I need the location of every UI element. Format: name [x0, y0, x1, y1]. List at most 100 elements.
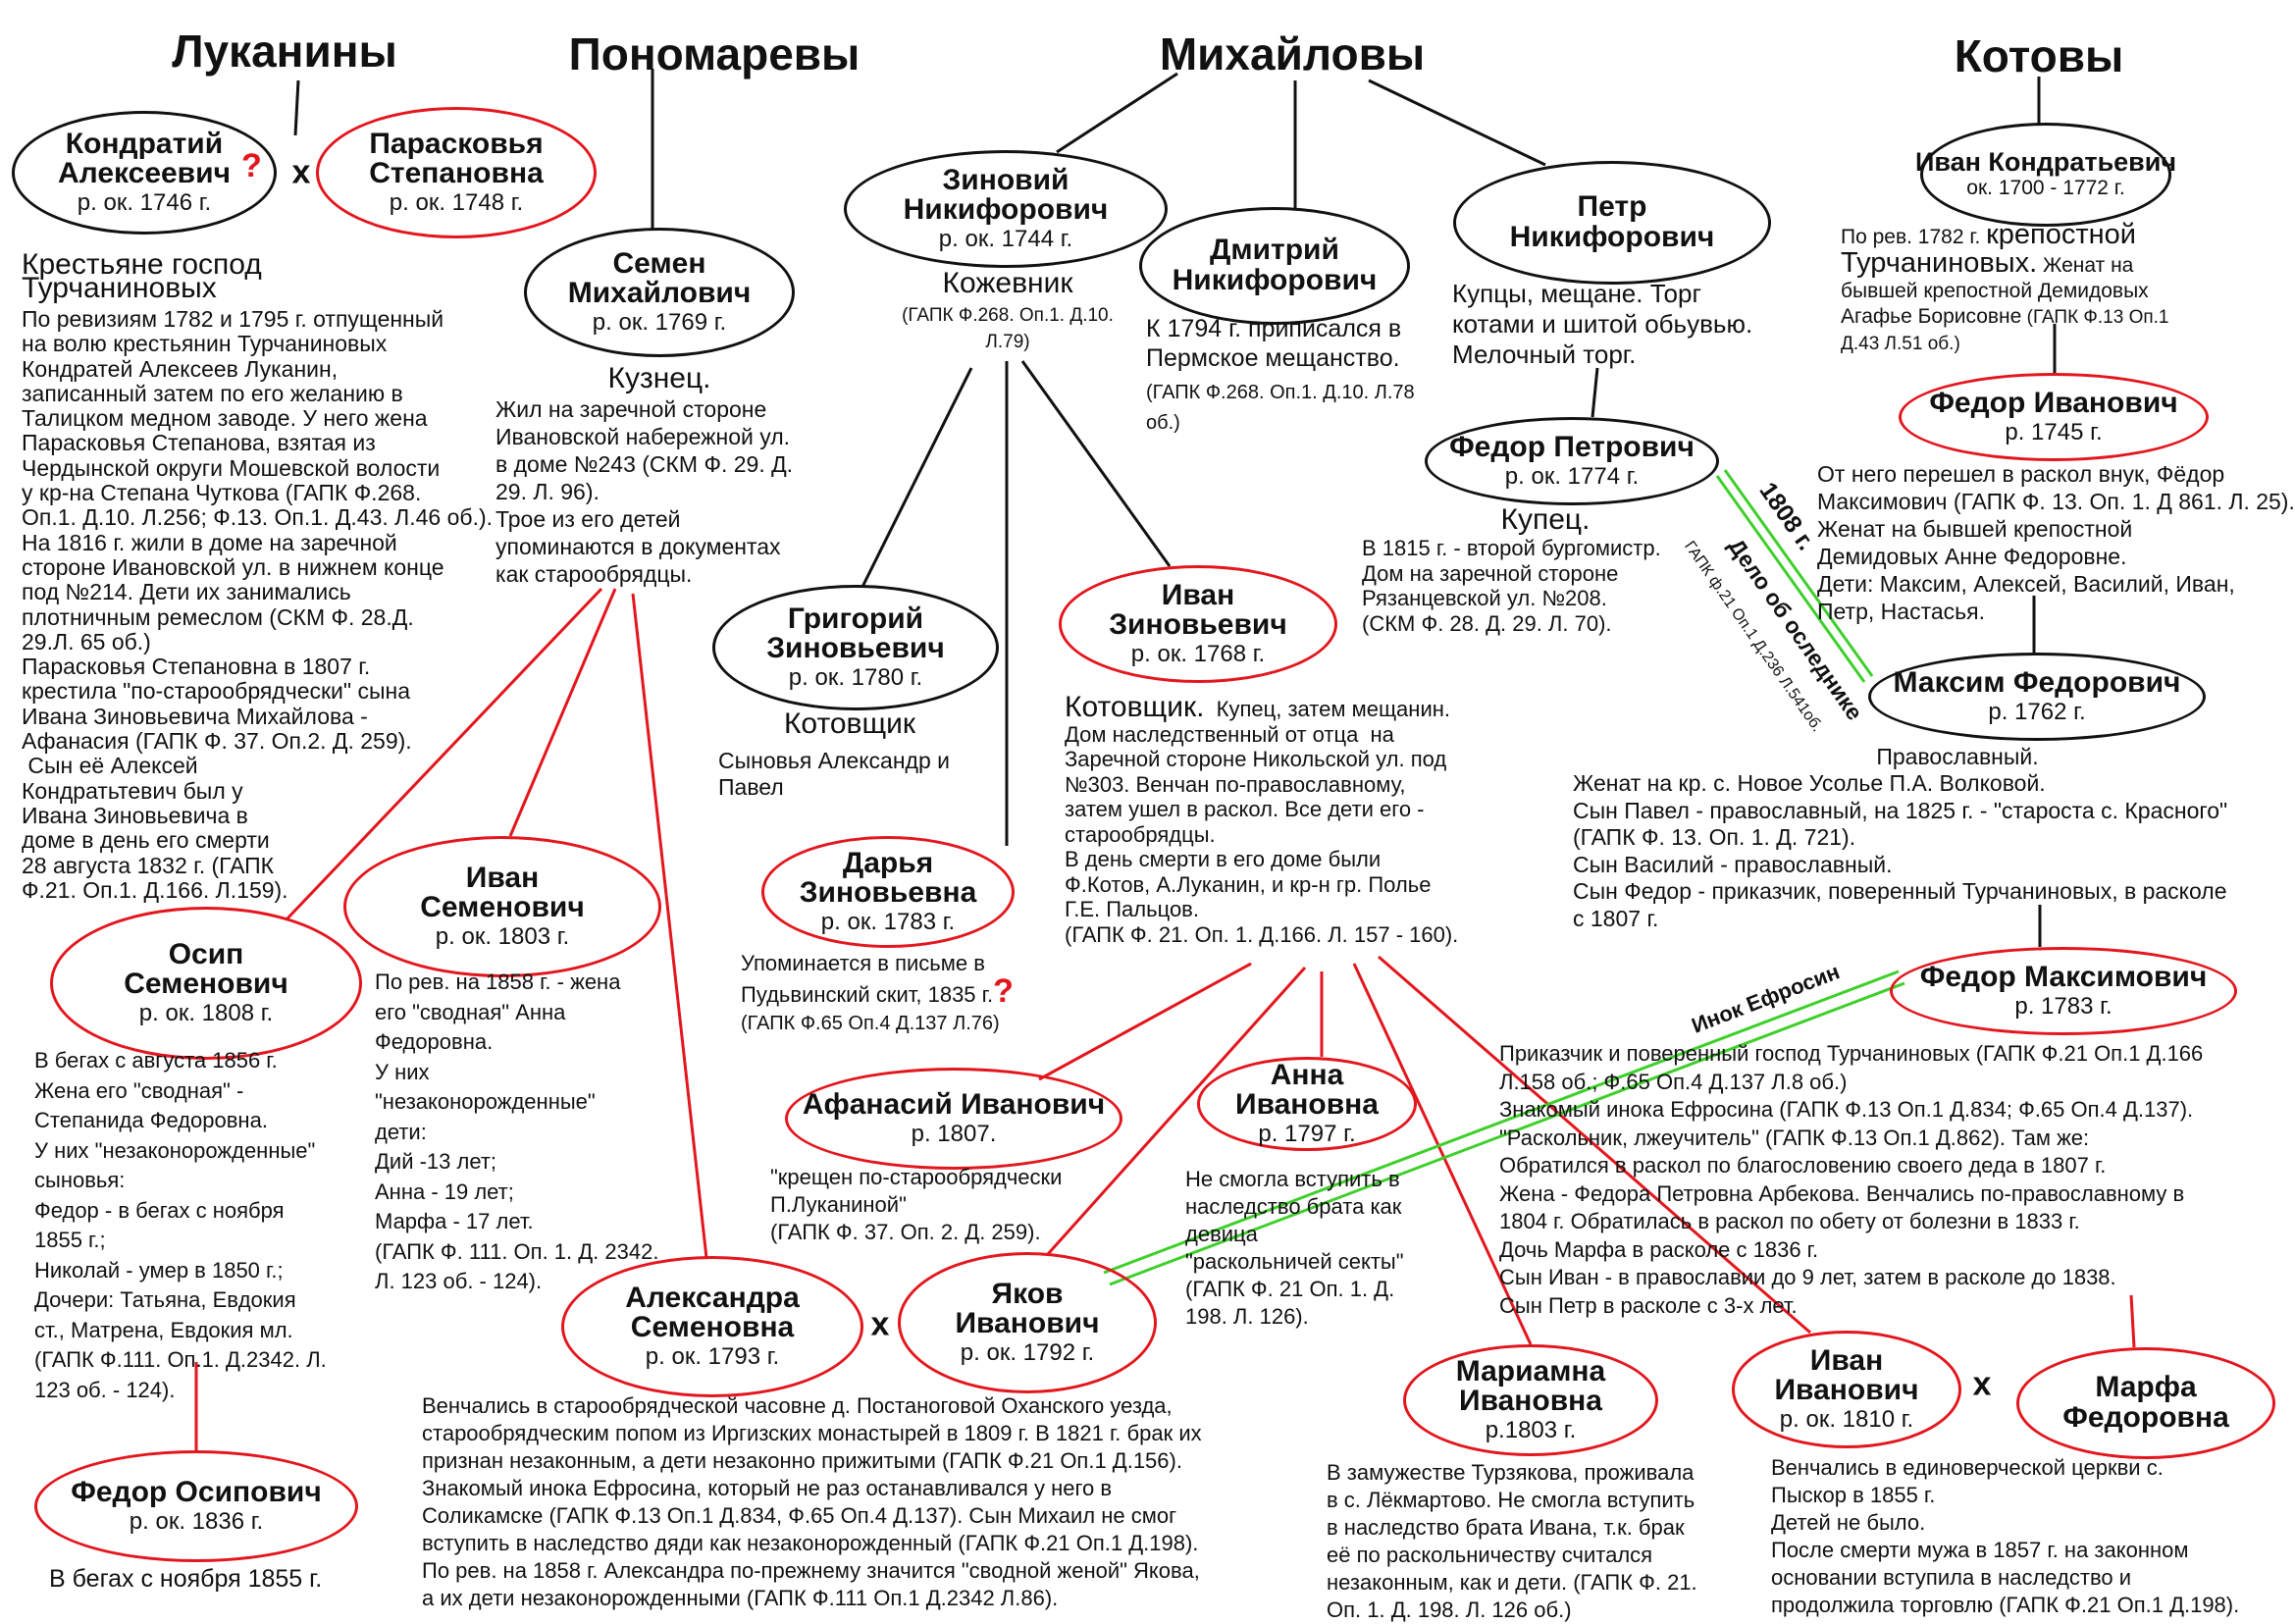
- line-semen-alexandra: [631, 593, 708, 1259]
- line-fedor-m-marfa: [2129, 1294, 2136, 1348]
- person-birth: р. ок. 1803 г.: [435, 922, 570, 950]
- note-part: Дом наследственный от отца на Заречной с…: [1065, 721, 1459, 947]
- question-mark-icon: ?: [993, 972, 1014, 1010]
- person-birth: р. ок. 1744 г.: [938, 225, 1073, 252]
- anna-note: Не смогла вступить в наследство брата ка…: [1185, 1167, 1404, 1329]
- person-birth: р. ок. 1768 г.: [1130, 640, 1266, 667]
- green-link-case-b: [1723, 469, 1874, 677]
- person-name: Федор Петрович: [1449, 430, 1695, 463]
- dmitry-ref: (ГАПК Ф.268. Оп.1. Д.10. Л.78 об.): [1146, 382, 1415, 434]
- person-birth: р. ок. 1780 г.: [788, 663, 923, 691]
- line-ivan-z-afanasy: [1038, 962, 1252, 1081]
- yakov-alexandra-note: Венчались в старообрядческой часовне д. …: [422, 1393, 1202, 1610]
- line-mikhailov-petr: [1368, 79, 1546, 167]
- darya-note: Упоминается в письме в Пудьвинский скит,…: [741, 950, 1014, 1037]
- person-birth: р. 1797 г.: [1258, 1120, 1356, 1147]
- note-part: По рев. 1782 г.: [1841, 226, 1987, 248]
- marriage-sign: x: [291, 153, 311, 191]
- person-birth: р. 1745 г.: [2005, 418, 2103, 445]
- mariamna-note: В замужестве Турзякова, проживала в с. Л…: [1327, 1460, 1697, 1622]
- line-zinovy-ivan: [1020, 360, 1172, 567]
- person-birth: р. ок. 1746 г.: [77, 188, 212, 216]
- fedor-m-note: Приказчик и поверенный господ Турчанинов…: [1499, 1041, 2204, 1318]
- person-birth: р. 1783 г.: [2014, 992, 2112, 1020]
- person-name: Федор Иванович: [1929, 386, 2178, 419]
- ivan-k-note: По рев. 1782 г. крепостной Турчаниновых.…: [1841, 221, 2169, 357]
- fedor-p-note: В 1815 г. - второй бургомистр. Дом на за…: [1362, 536, 1661, 636]
- family-header-mikhailov: Михайловы: [1159, 28, 1426, 79]
- fedor-i-note: От него перешел в раскол внук, Фёдор Мак…: [1817, 461, 2295, 624]
- afanasy-note: "крещен по-старообрядчески П.Луканиной" …: [770, 1165, 1063, 1244]
- fedor-p-occupation: Купец.: [1500, 503, 1591, 536]
- green-link-case-a: [1715, 475, 1866, 683]
- note-part: Купец, затем мещанин.: [1204, 697, 1450, 721]
- person-name: Иван Иванович: [1774, 1343, 1919, 1407]
- person-name: Зиновий Никифорович: [903, 163, 1109, 227]
- person-marfa[interactable]: Марфа Федоровна: [2016, 1347, 2275, 1459]
- ivan-i-marfa-note: Венчались в единоверческой церкви с. Пыс…: [1771, 1455, 2240, 1617]
- person-name: Кондратий Алексеевич: [58, 127, 231, 190]
- note-ref: (ГАПК Ф.13 Оп.1 Д.43 Л.51 об.): [1841, 307, 2169, 354]
- lukanin-note: По ревизиям 1782 и 1795 г. отпущенный на…: [22, 306, 494, 903]
- note-part: Женат на бывшей крепостной Демидовых Ага…: [1841, 254, 2149, 328]
- zinovy-ref: (ГАПК Ф.268. Оп.1. Д.10. Л.79): [902, 305, 1114, 352]
- question-mark-icon: ?: [241, 147, 262, 184]
- line-zinovy-grigory: [861, 367, 973, 588]
- person-dmitry[interactable]: Дмитрий Никифорович: [1139, 207, 1410, 325]
- maxim-religion: Православный.: [1876, 744, 2039, 769]
- dmitry-note: К 1794 г. приписался в Пермское мещанств…: [1146, 315, 1402, 372]
- person-name: Петр Никифорович: [1509, 190, 1715, 253]
- person-name: Мариамна Ивановна: [1455, 1354, 1606, 1418]
- zinovy-occupation: Кожевник: [942, 267, 1073, 299]
- line-ivan-z-yakov: [1046, 966, 1307, 1256]
- person-petr[interactable]: Петр Никифорович: [1453, 161, 1771, 285]
- ivan-s-note: По рев. на 1858 г. - жена его "сводная" …: [375, 969, 659, 1293]
- person-birth: р.1803 г.: [1485, 1416, 1577, 1443]
- person-birth: р. 1807.: [911, 1120, 997, 1147]
- family-header-kotov: Котовы: [1954, 30, 2124, 81]
- person-name: Александра Семеновна: [625, 1281, 800, 1344]
- line-petr-fedor-p: [1591, 367, 1599, 418]
- person-name: Дарья Зиновьевна: [799, 846, 977, 910]
- line-lukanin: [293, 79, 300, 136]
- line-ivan-z-ivan-i: [1378, 955, 1811, 1335]
- green-link-monk-b: [1109, 981, 1905, 1286]
- line-semen-ivan-s: [508, 588, 617, 837]
- person-name: Федор Осипович: [71, 1475, 322, 1508]
- ivan-z-note: Котовщик. Купец, затем мещанин.Дом насле…: [1065, 693, 1459, 947]
- person-birth: р. ок. 1783 г.: [820, 908, 956, 935]
- person-birth: р. ок. 1810 г.: [1779, 1405, 1914, 1433]
- person-birth: р. ок. 1774 г.: [1504, 462, 1640, 490]
- person-birth: р. ок. 1793 г.: [645, 1342, 780, 1370]
- semen-occupation: Кузнец.: [607, 362, 711, 394]
- person-birth: р. ок. 1836 г.: [129, 1507, 264, 1535]
- note-ref: (ГАПК Ф.65 Оп.4 Д.137 Л.76): [741, 1013, 1000, 1034]
- line-semen-osip: [285, 587, 603, 921]
- maxim-note: Женат на кр. с. Новое Усолье П.А. Волков…: [1573, 770, 2228, 931]
- petr-note: Купцы, мещане. Торг котами и шитой обьув…: [1452, 279, 1753, 369]
- line-mikhailov-zinovy: [1056, 72, 1178, 154]
- line-ivan-z-mariamna: [1352, 963, 1533, 1345]
